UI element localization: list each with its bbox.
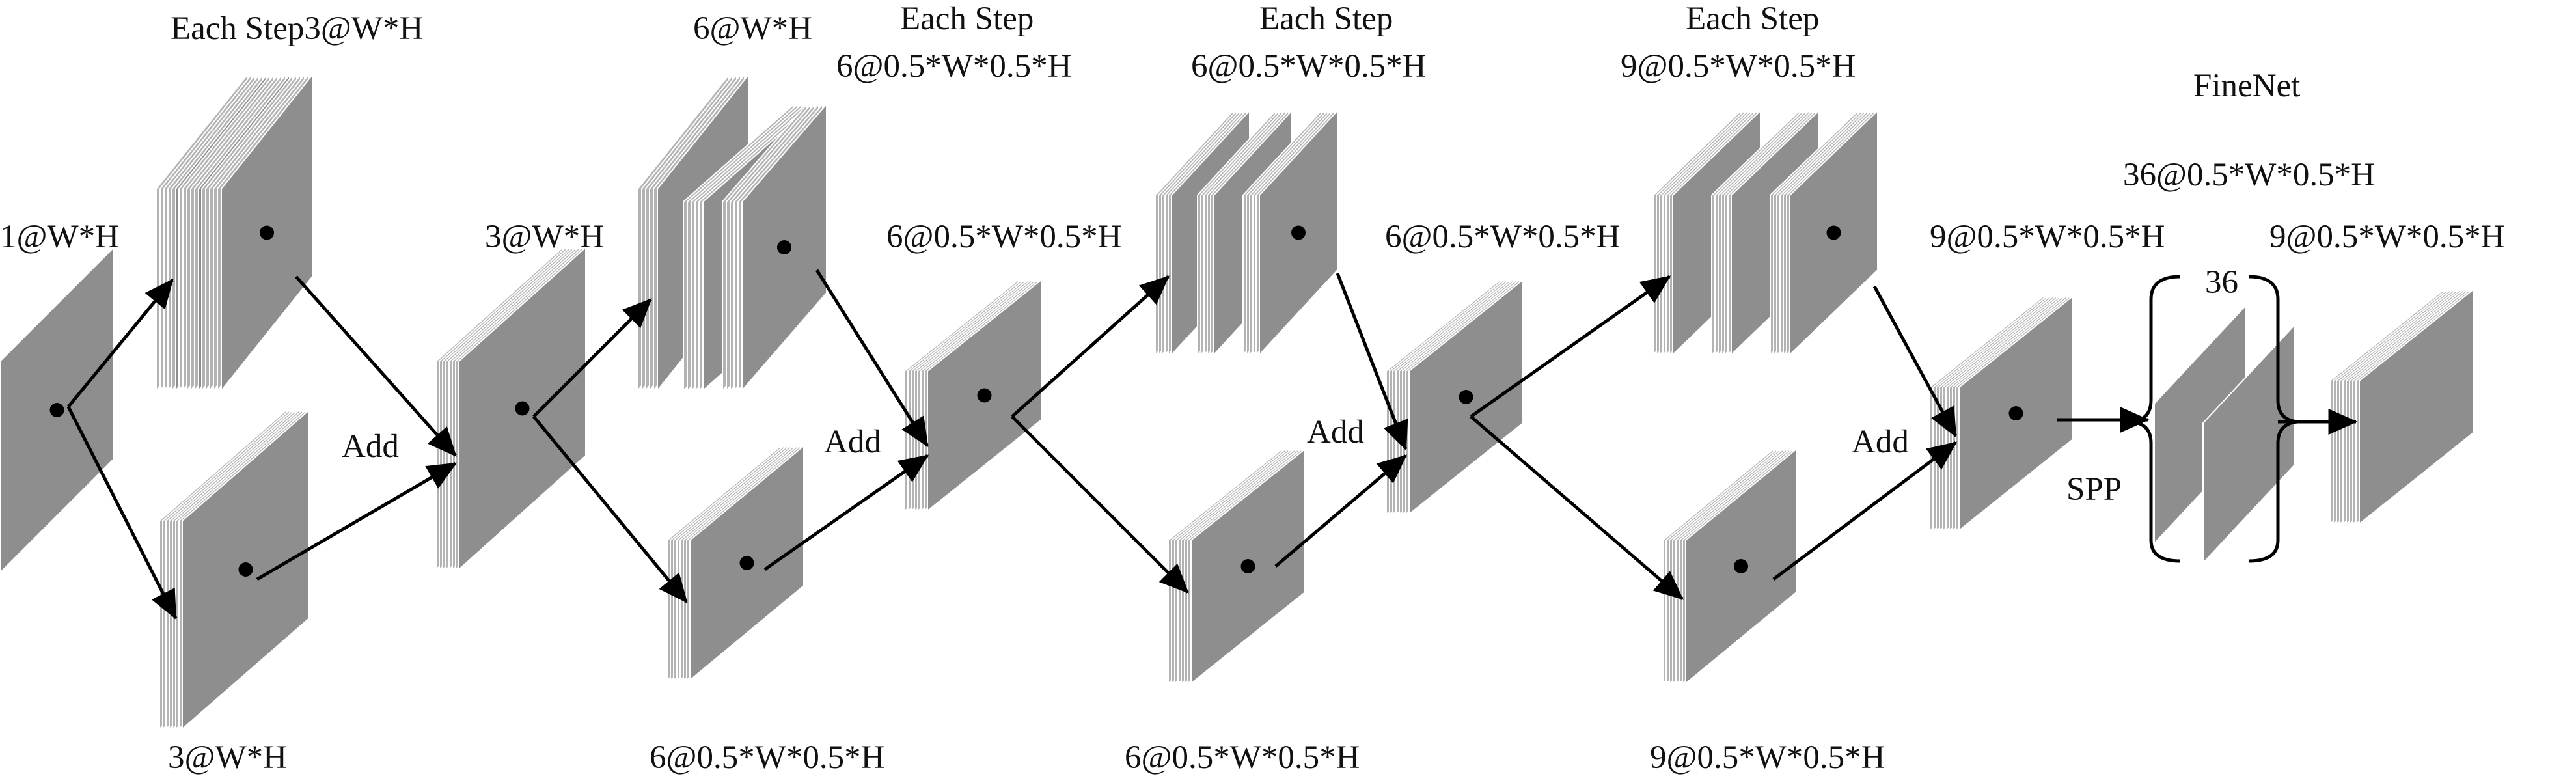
connection-arrow bbox=[1274, 454, 1407, 568]
label-stage2-bottom: 6@0.5*W*0.5*H bbox=[650, 739, 884, 776]
junction-dot bbox=[49, 403, 64, 417]
label-stage2-top-b: 6@0.5*W*0.5*H bbox=[836, 48, 1071, 85]
junction-dot bbox=[739, 556, 754, 570]
stage4-out bbox=[1929, 294, 2074, 532]
connection-arrow bbox=[295, 275, 457, 457]
connection-arrows bbox=[66, 269, 2358, 620]
label-add-2: Add bbox=[824, 424, 881, 460]
connection-arrow bbox=[1336, 273, 1408, 451]
label-stage2-each-step: Each Step bbox=[900, 1, 1034, 37]
feature-map-layer bbox=[2359, 288, 2474, 526]
junction-dot bbox=[1826, 225, 1841, 240]
label-stage3-each-step: Each Step bbox=[1259, 1, 1393, 37]
label-input: 1@W*H bbox=[0, 219, 119, 255]
labels: 1@W*H Each Step3@W*H 3@W*H 3@W*H 6@W*H E… bbox=[0, 1, 2504, 776]
stage2-bottom bbox=[666, 444, 804, 682]
junction-dot bbox=[977, 388, 992, 403]
junction-dot bbox=[1459, 390, 1473, 404]
junction-dot bbox=[777, 240, 791, 254]
label-finenet-mid: 36@0.5*W*0.5*H bbox=[2123, 157, 2375, 193]
stage1-out bbox=[435, 245, 586, 571]
spp-bracket bbox=[2131, 275, 2298, 563]
connection-arrow bbox=[532, 415, 688, 603]
label-stage4-each-step: Each Step bbox=[1686, 1, 1819, 37]
label-stage1-top-header: Each Step3@W*H bbox=[171, 10, 423, 47]
connection-arrow bbox=[1772, 441, 1957, 581]
label-stage4-out: 9@0.5*W*0.5*H bbox=[1930, 219, 2165, 255]
junction-dot bbox=[1291, 225, 1306, 240]
connection-arrow bbox=[815, 269, 929, 448]
label-stage2-top-a: 6@W*H bbox=[693, 10, 812, 47]
label-stage3-bottom: 6@0.5*W*0.5*H bbox=[1125, 739, 1360, 776]
stage4-top-c bbox=[1770, 109, 1878, 357]
label-stage3-out: 6@0.5*W*0.5*H bbox=[1385, 219, 1620, 255]
stage1-top-c bbox=[201, 73, 313, 392]
feature-map-stacks bbox=[0, 73, 2474, 731]
junction-dot bbox=[260, 225, 274, 240]
label-stage4-top: 9@0.5*W*0.5*H bbox=[1621, 48, 1856, 85]
label-add-3: Add bbox=[1307, 414, 1364, 450]
label-add-4: Add bbox=[1852, 424, 1909, 460]
spp-map-b bbox=[2202, 323, 2295, 565]
label-stage1-out: 3@W*H bbox=[485, 219, 604, 255]
junction-dot bbox=[238, 562, 253, 577]
label-stage4-bottom: 9@0.5*W*0.5*H bbox=[1650, 739, 1885, 776]
junction-dot bbox=[515, 401, 530, 416]
connection-arrow bbox=[1470, 415, 1684, 600]
connection-arrow bbox=[532, 298, 652, 418]
feature-map-layer bbox=[2202, 323, 2295, 565]
connection-arrow bbox=[1011, 275, 1170, 418]
stage3-out bbox=[1386, 278, 1524, 516]
label-stage2-out: 6@0.5*W*0.5*H bbox=[886, 219, 1121, 255]
label-bracket-count: 36 bbox=[2205, 264, 2238, 301]
stage3-top-c bbox=[1242, 109, 1338, 357]
connection-arrow bbox=[66, 405, 178, 620]
junction-dot bbox=[2008, 406, 2023, 420]
stage2-out bbox=[904, 278, 1042, 513]
label-spp: SPP bbox=[2066, 471, 2122, 508]
label-add-1: Add bbox=[342, 428, 399, 465]
input-map bbox=[0, 245, 115, 574]
stage2-top-c bbox=[722, 102, 827, 392]
connection-arrow bbox=[1011, 415, 1189, 594]
junction-dot bbox=[1240, 559, 1255, 573]
finenet-out bbox=[2329, 288, 2474, 526]
stage3-bottom bbox=[1168, 447, 1306, 685]
connection-arrow bbox=[1872, 285, 1958, 438]
connection-arrow bbox=[256, 461, 458, 581]
stage4-bottom bbox=[1662, 447, 1797, 685]
connection-arrow bbox=[1470, 275, 1671, 419]
junction-dot bbox=[1734, 559, 1748, 573]
label-finenet-title: FineNet bbox=[2193, 68, 2300, 104]
label-finenet-out: 9@0.5*W*0.5*H bbox=[2269, 219, 2504, 255]
label-stage1-bottom: 3@W*H bbox=[168, 739, 287, 776]
stage1-bottom bbox=[159, 408, 310, 731]
label-stage3-top: 6@0.5*W*0.5*H bbox=[1191, 48, 1426, 85]
connection-arrow bbox=[67, 279, 174, 408]
connection-arrow bbox=[763, 454, 929, 571]
